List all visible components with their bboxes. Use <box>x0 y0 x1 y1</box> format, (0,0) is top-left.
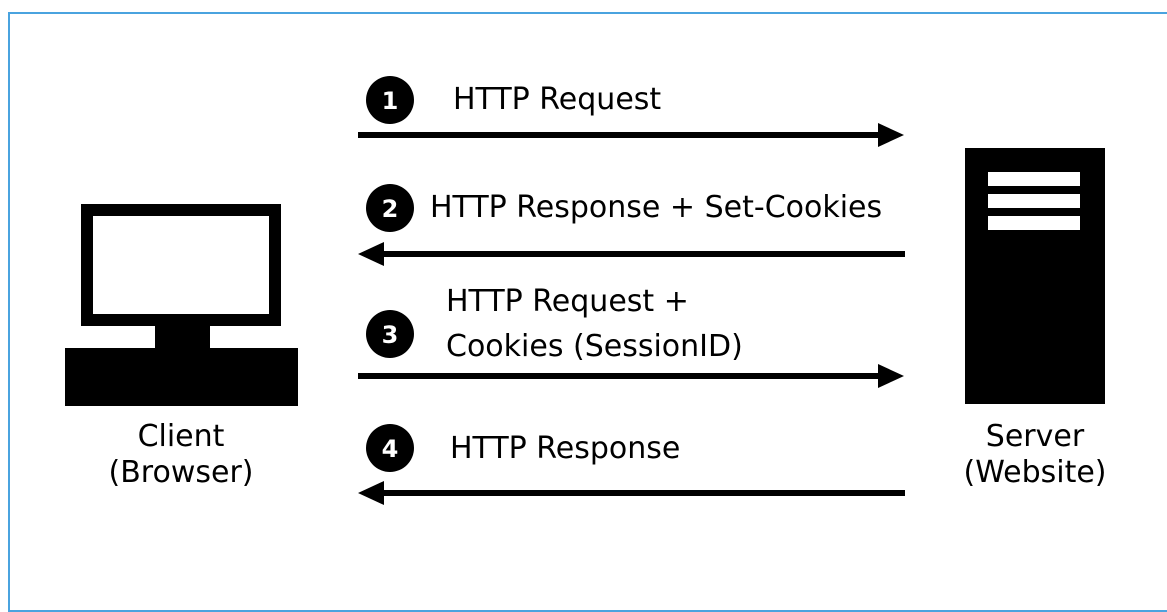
step-4-number: 4 <box>382 435 399 463</box>
computer-base <box>65 348 298 406</box>
step-3-number: 3 <box>382 321 399 349</box>
step-3-label-line2: Cookies (SessionID) <box>446 329 743 364</box>
monitor-stand <box>155 320 210 350</box>
step-2: 2 HTTP Response + Set-Cookies <box>358 184 905 266</box>
server-label-line2: (Website) <box>964 455 1107 490</box>
step-1-badge <box>366 76 414 124</box>
step-2-label: HTTP Response + Set-Cookies <box>430 190 882 225</box>
step-2-number: 2 <box>382 195 399 223</box>
step-3-badge <box>366 310 414 358</box>
step-3: 3 HTTP Request + Cookies (SessionID) <box>358 284 904 388</box>
server-slot-1 <box>988 172 1080 186</box>
client-label-line2: (Browser) <box>109 455 254 490</box>
step-2-arrowhead-left <box>358 242 384 266</box>
http-cookie-sequence-diagram: Client (Browser) Server (Website) 1 HTTP… <box>65 76 1107 505</box>
step-1-label: HTTP Request <box>453 82 661 117</box>
server-slot-3 <box>988 216 1080 230</box>
step-1-number: 1 <box>382 87 399 115</box>
step-1-arrowhead-right <box>878 123 904 147</box>
step-1: 1 HTTP Request <box>358 76 904 147</box>
server-slot-2 <box>988 194 1080 208</box>
step-3-arrowhead-right <box>878 364 904 388</box>
step-4-arrowhead-left <box>358 481 384 505</box>
client-label-line1: Client <box>138 419 225 454</box>
step-4: 4 HTTP Response <box>358 424 905 505</box>
server-tower-icon <box>965 148 1105 404</box>
step-2-badge <box>366 184 414 232</box>
step-4-badge <box>366 424 414 472</box>
server-label-line1: Server <box>986 419 1085 454</box>
step-3-label-line1: HTTP Request + <box>446 284 689 319</box>
server-body <box>965 148 1105 404</box>
step-4-label: HTTP Response <box>450 431 680 466</box>
desktop-computer-icon <box>65 204 298 406</box>
monitor-screen <box>81 204 281 326</box>
